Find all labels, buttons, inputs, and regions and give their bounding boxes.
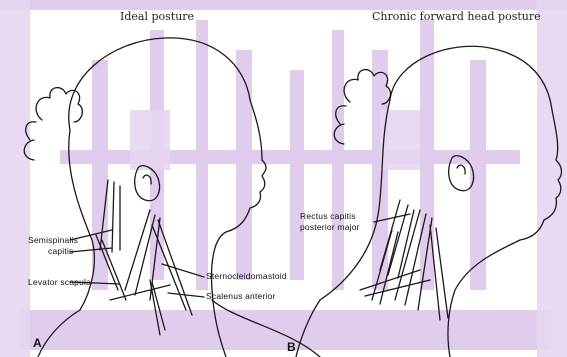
label-semispinalis-capitis: capitis bbox=[48, 247, 74, 256]
label-sternocleidomastoid: Sternocleidomastoid bbox=[206, 272, 287, 281]
label-levator-scapula: Levator scapula bbox=[28, 278, 91, 287]
panel-a-title: Ideal posture bbox=[120, 10, 194, 23]
head-ideal-outline bbox=[24, 38, 320, 357]
label-scalenus-anterior: Scalenus anterior bbox=[206, 292, 276, 301]
panel-a-letter: A bbox=[33, 336, 42, 350]
panel-b-title: Chronic forward head posture bbox=[372, 10, 541, 23]
label-rectus-posterior-major: posterior major bbox=[300, 223, 360, 232]
label-rectus-capitis: Rectus capitis bbox=[300, 212, 356, 221]
panel-b-letter: B bbox=[287, 340, 296, 354]
head-forward-outline bbox=[296, 46, 562, 357]
label-semispinalis: Semispinalis bbox=[28, 236, 78, 245]
